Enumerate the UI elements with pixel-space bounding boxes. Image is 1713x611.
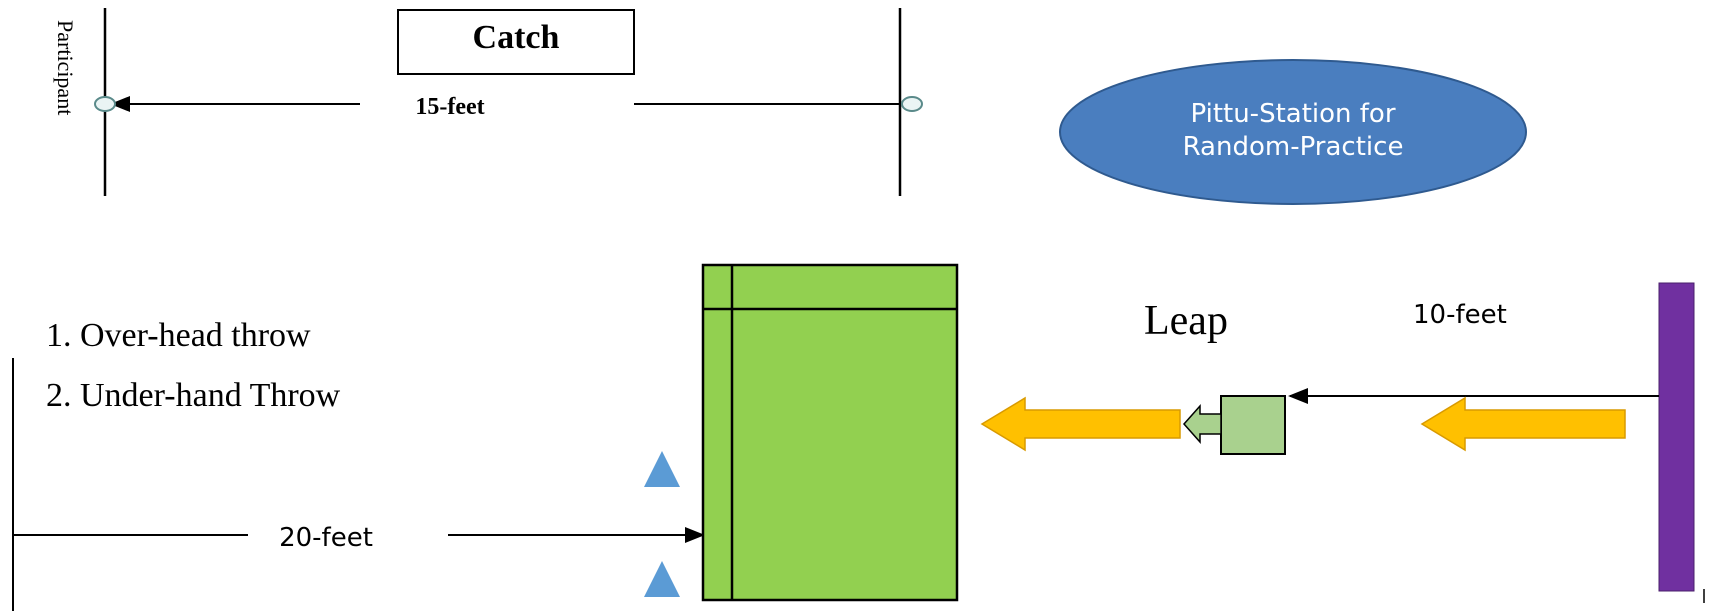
catch-title: Catch xyxy=(473,19,560,56)
leap-landing-connector xyxy=(1182,404,1222,444)
catch-distance-label: 15-feet xyxy=(415,94,484,120)
leap-distance-label: 10-feet xyxy=(1413,300,1507,330)
pittu-station-line2: Random-Practice xyxy=(1183,132,1404,162)
leap-arrow-left xyxy=(980,396,1181,452)
leap-landing-box xyxy=(1220,395,1286,455)
throw-target-box xyxy=(701,263,959,602)
leap-arrow-right xyxy=(1420,396,1626,452)
catch-end-point xyxy=(901,96,923,112)
throw-distance-label: 20-feet xyxy=(279,523,373,553)
marker-triangle-top xyxy=(644,451,680,487)
pittu-station-ellipse xyxy=(1059,59,1527,205)
catch-section: Participant Catch 15-feet xyxy=(53,8,923,196)
marker-triangle-bottom xyxy=(644,561,680,597)
leap-section: Leap 10-feet xyxy=(980,282,1695,592)
participant-label: Participant xyxy=(53,20,78,115)
catch-title-box xyxy=(397,9,635,75)
leap-start-bar xyxy=(1658,282,1695,592)
throw-section: 1. Over-head throw 2. Under-hand Throw 2… xyxy=(12,263,959,611)
catch-start-point xyxy=(94,96,116,112)
pittu-station-line1: Pittu-Station for xyxy=(1190,99,1395,129)
throw-item-1: 1. Over-head throw xyxy=(46,317,311,354)
leap-title: Leap xyxy=(1144,298,1228,344)
throw-item-2: 2. Under-hand Throw xyxy=(46,377,341,414)
pittu-station: Pittu-Station for Random-Practice xyxy=(1059,59,1527,205)
